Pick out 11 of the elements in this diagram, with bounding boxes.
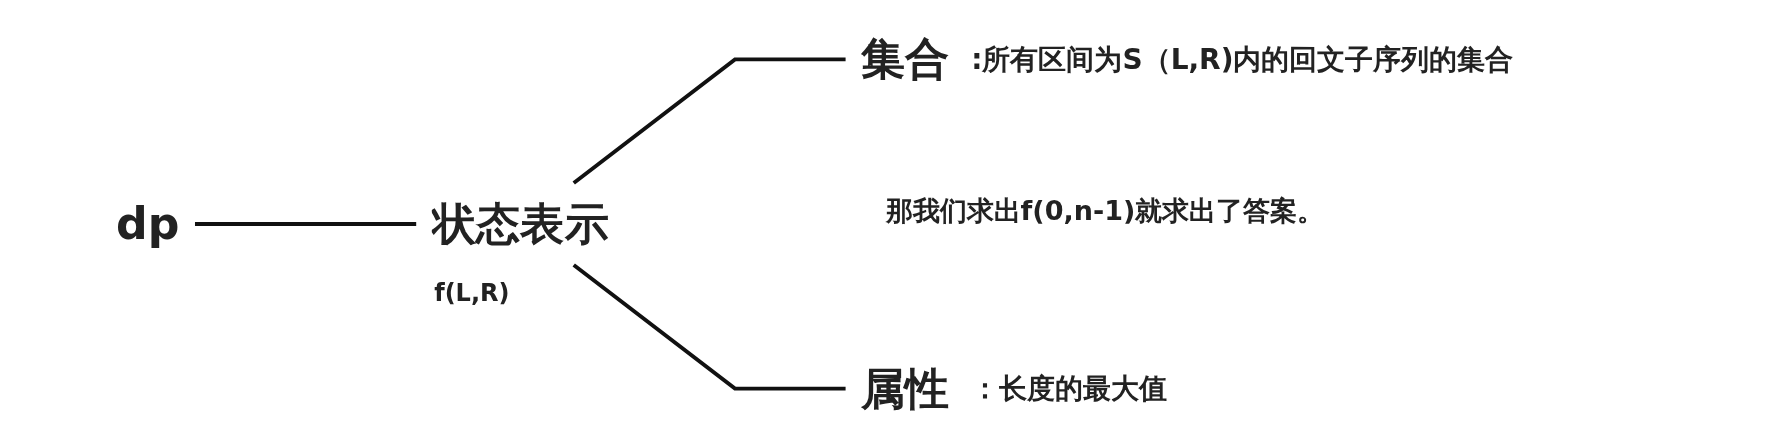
topic-label: 状态表示 [431,197,609,250]
connector-line [572,263,846,391]
topic-label: 集合 [861,32,950,85]
node-caption: f(L,R) [434,279,510,308]
topic-label: dp [116,197,180,250]
note-text: 那我们求出f(0,n-1)就求出了答案。 [885,195,1325,228]
node-caption: ：长度的最大值 [971,371,1168,406]
topic-label: 属性 [861,361,950,414]
connector-line [572,57,846,185]
connector-line [195,222,417,226]
node-caption: :所有区间为S（L,R)内的回文子序列的集合 [971,42,1514,77]
